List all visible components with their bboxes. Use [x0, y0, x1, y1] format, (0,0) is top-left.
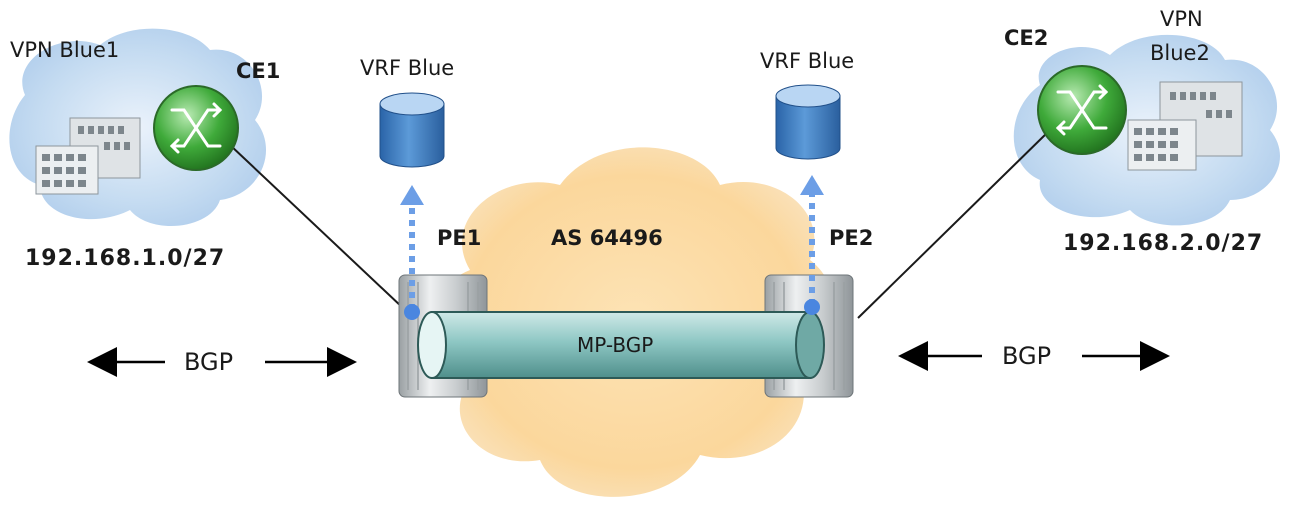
mp-bgp-label: MP-BGP: [577, 333, 653, 357]
vrf-left-dotted-arrow: [400, 185, 424, 320]
vpn-blue2-label-line2: Blue2: [1150, 41, 1210, 65]
ce1-pe1-link: [229, 144, 404, 309]
ce1-router-icon: [153, 85, 239, 171]
bgp-right-label: BGP: [1002, 342, 1051, 370]
vrf-left-database-icon: [379, 92, 445, 168]
building-icon: [35, 117, 141, 195]
ce2-router-icon: [1037, 65, 1127, 155]
building-icon: [1127, 81, 1243, 171]
as-label: AS 64496: [551, 226, 663, 250]
pe1-label: PE1: [437, 226, 481, 250]
vpn-blue2-label-line1: VPN: [1160, 7, 1203, 31]
ce2-label: CE2: [1004, 26, 1048, 50]
subnet-right-label: 192.168.2.0/27: [1063, 231, 1263, 256]
vpn-blue1-label: VPN Blue1: [10, 38, 119, 62]
vrf-right-dotted-arrow: [800, 175, 824, 315]
subnet-left-label: 192.168.1.0/27: [25, 246, 225, 271]
vrf-right-database-icon: [775, 84, 841, 160]
ce2-pe2-link: [857, 129, 1051, 319]
bgp-left-label: BGP: [184, 348, 233, 376]
vrf-right-label: VRF Blue: [760, 49, 854, 73]
mp-bgp-tunnel: [417, 311, 825, 379]
pe2-label: PE2: [829, 226, 873, 250]
ce1-label: CE1: [236, 59, 280, 83]
vrf-left-label: VRF Blue: [360, 56, 454, 80]
